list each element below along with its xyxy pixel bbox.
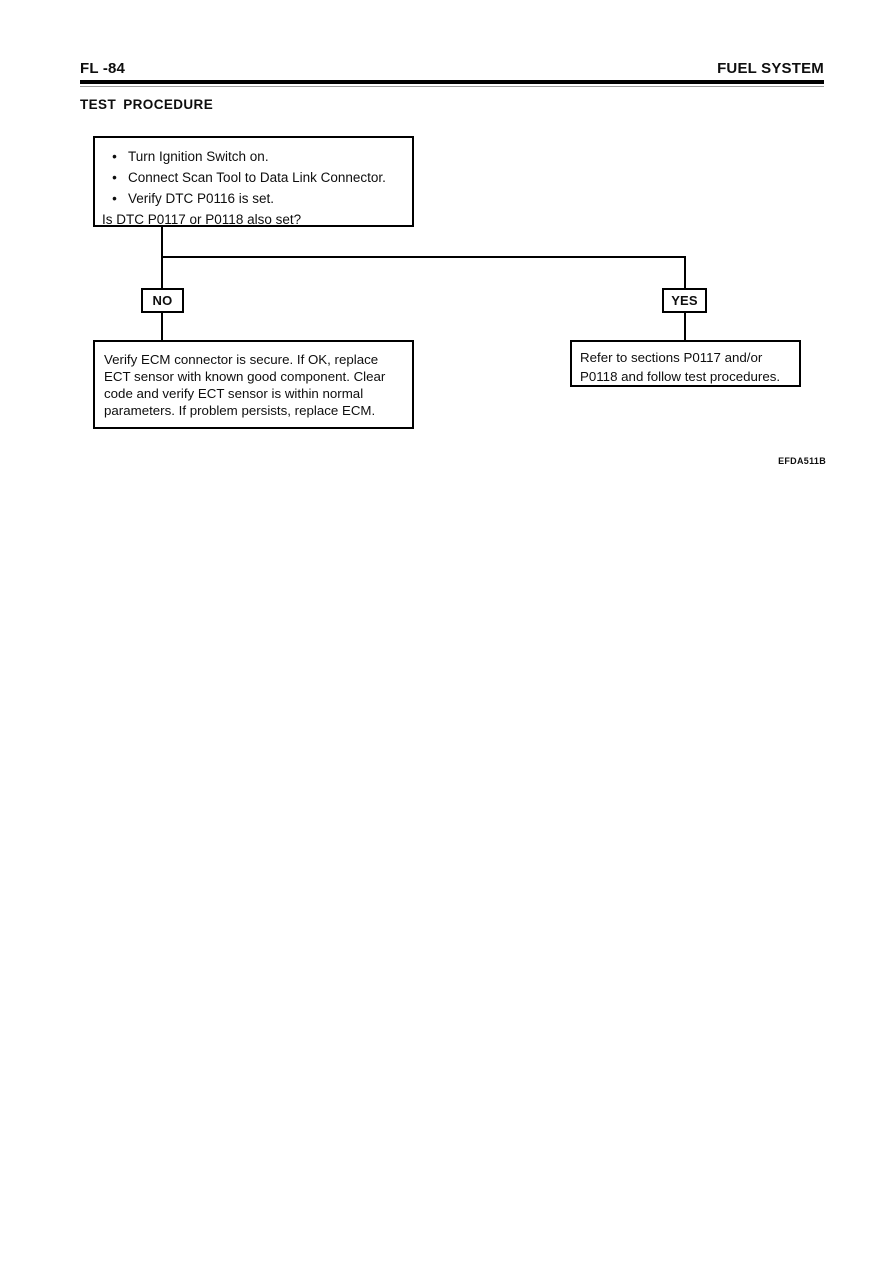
decision-question: Is DTC P0117 or P0118 also set? bbox=[102, 212, 302, 227]
no-label-box: NO bbox=[141, 288, 184, 313]
yes-result-line-2: P0118 and follow test procedures. bbox=[580, 368, 781, 384]
header-rule-scan-echo bbox=[80, 86, 824, 87]
flowchart-start-box: • Turn Ignition Switch on. • Connect Sca… bbox=[93, 136, 414, 227]
no-result-line-4: parameters. If problem persists, replace… bbox=[104, 403, 376, 418]
start-step-2: • Connect Scan Tool to Data Link Connect… bbox=[101, 167, 408, 188]
yes-label-box: YES bbox=[662, 288, 707, 313]
section-title: TEST PROCEDURE bbox=[80, 97, 214, 112]
start-step-1: • Turn Ignition Switch on. bbox=[101, 146, 408, 167]
no-result-box: Verify ECM connector is secure. If OK, r… bbox=[93, 340, 414, 429]
start-step-1-text: Turn Ignition Switch on. bbox=[128, 149, 269, 164]
connector-yes-result-vertical bbox=[684, 311, 686, 341]
yes-label: YES bbox=[671, 293, 698, 308]
bullet-icon: • bbox=[112, 149, 117, 164]
start-step-2-text: Connect Scan Tool to Data Link Connector… bbox=[128, 170, 386, 185]
figure-code: EFDA511B bbox=[778, 456, 826, 466]
bullet-icon: • bbox=[112, 170, 117, 185]
no-label: NO bbox=[152, 293, 173, 308]
start-step-3-text: Verify DTC P0116 is set. bbox=[128, 191, 275, 206]
no-result-line-1: Verify ECM connector is secure. If OK, r… bbox=[104, 352, 379, 367]
no-result-line-2: ECT sensor with known good component. Cl… bbox=[104, 369, 386, 384]
chapter-title: FUEL SYSTEM bbox=[717, 60, 824, 77]
start-step-3: • Verify DTC P0116 is set. bbox=[101, 188, 408, 209]
header-rule bbox=[80, 80, 824, 84]
bullet-icon: • bbox=[112, 191, 117, 206]
connector-yes-vertical bbox=[684, 256, 686, 289]
page-number: FL -84 bbox=[80, 60, 126, 77]
yes-result-box: Refer to sections P0117 and/or P0118 and… bbox=[570, 340, 801, 387]
connector-no-result-vertical bbox=[161, 311, 163, 341]
connector-branch-horizontal bbox=[161, 256, 686, 258]
yes-result-line-1: Refer to sections P0117 and/or bbox=[580, 350, 763, 365]
no-result-line-3: code and verify ECT sensor is within nor… bbox=[104, 386, 364, 401]
